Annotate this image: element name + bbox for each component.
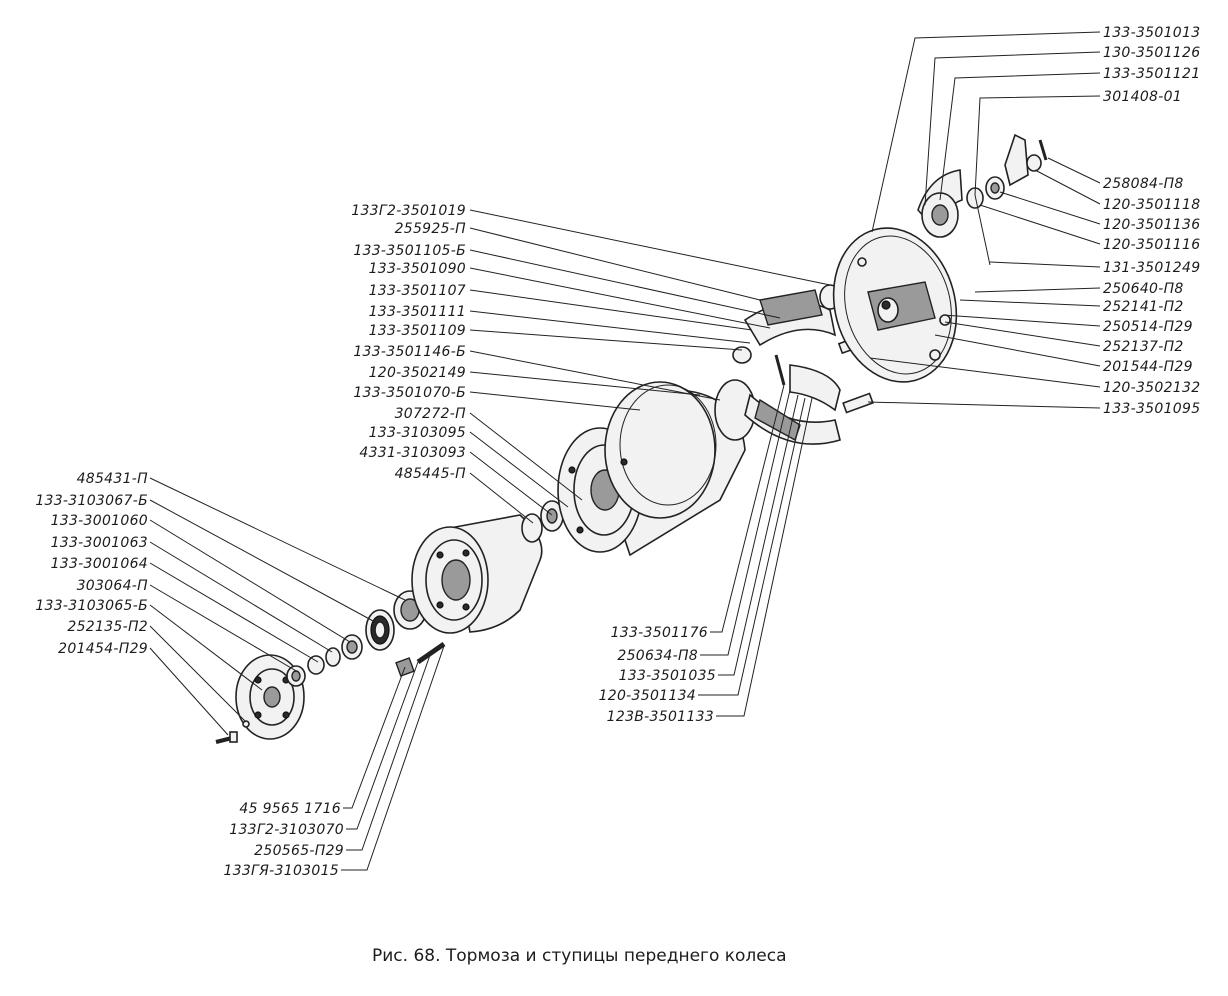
label: 130-3501126: [1103, 45, 1200, 61]
label: 120-3501118: [1103, 197, 1200, 213]
label: 131-3501249: [1103, 260, 1200, 276]
label: 133Г2-3103070: [229, 822, 344, 838]
labels-center-left: 133Г2-3501019 255925-П 133-3501105-Б 133…: [351, 203, 466, 482]
label: 133-3001063: [51, 535, 148, 551]
label: 133-3501070-Б: [353, 385, 466, 401]
label: 201544-П29: [1103, 359, 1193, 375]
label: 201454-П29: [58, 641, 148, 657]
label: 250565-П29: [254, 843, 344, 859]
label: 133Г2-3501019: [351, 203, 466, 219]
labels-far-left: 485431-П 133-3103067-Б 133-3001060 133-3…: [35, 471, 148, 657]
label: 120-3502132: [1103, 380, 1200, 396]
label: 255925-П: [395, 221, 467, 237]
label: 123В-3501133: [607, 709, 714, 725]
brake-drum: [557, 379, 756, 557]
label: 133-3501105-Б: [353, 243, 466, 259]
label: 45 9565 1716: [239, 801, 341, 817]
labels-center-bottom: 133-3501176 250634-П8 133-3501035 120-35…: [599, 625, 716, 725]
label: 133-3103065-Б: [35, 598, 148, 614]
label: 133-3501121: [1103, 66, 1200, 82]
label: 133-3501111: [369, 304, 466, 320]
label: 133-3103095: [369, 425, 466, 441]
label: 303064-П: [77, 578, 149, 594]
backing-plate: [832, 227, 958, 383]
label: 120-3501116: [1103, 237, 1200, 253]
figure-caption: Рис. 68. Тормоза и ступицы переднего кол…: [372, 946, 787, 966]
label: 133-3501090: [369, 261, 466, 277]
label: 133-3501035: [619, 668, 716, 684]
label: 4331-3103093: [359, 445, 466, 461]
labels-right-mid: 258084-П8 120-3501118 120-3501136 120-35…: [1103, 176, 1200, 417]
label: 120-3502149: [369, 365, 466, 381]
label: 252141-П2: [1103, 299, 1184, 315]
bolt: [215, 720, 250, 744]
labels-right-top: 133-3501013 130-3501126 133-3501121 3014…: [1103, 25, 1200, 105]
wheel-hub: [411, 514, 543, 634]
label: 250634-П8: [617, 648, 698, 664]
label: 250640-П8: [1103, 281, 1184, 297]
label: 133-3103067-Б: [35, 493, 148, 509]
label: 133-3001060: [51, 513, 148, 529]
label: 485445-П: [395, 466, 467, 482]
label: 307272-П: [395, 406, 467, 422]
label: 258084-П8: [1103, 176, 1184, 192]
nut-washers: [286, 634, 363, 687]
label: 250514-П29: [1103, 319, 1193, 335]
label: 133-3501095: [1103, 401, 1200, 417]
camshaft-bracket: [917, 133, 1048, 238]
label: 133-3501107: [369, 283, 466, 299]
labels-bottom-left: 45 9565 1716 133Г2-3103070 250565-П29 13…: [223, 801, 344, 879]
label: 120-3501134: [599, 688, 696, 704]
label: 252137-П2: [1103, 339, 1184, 355]
leader-lines: [149, 31, 1101, 871]
label: 301408-01: [1103, 89, 1182, 105]
label: 133-3501013: [1103, 25, 1200, 41]
label: 120-3501136: [1103, 217, 1200, 233]
part-drawings: [215, 133, 1048, 744]
label: 133ГЯ-3103015: [223, 863, 339, 879]
label: 133-3501109: [369, 323, 466, 339]
label: 133-3501146-Б: [353, 344, 466, 360]
label: 485431-П: [77, 471, 149, 487]
label: 252135-П2: [67, 619, 148, 635]
label: 133-3001064: [51, 556, 148, 572]
label: 133-3501176: [611, 625, 708, 641]
